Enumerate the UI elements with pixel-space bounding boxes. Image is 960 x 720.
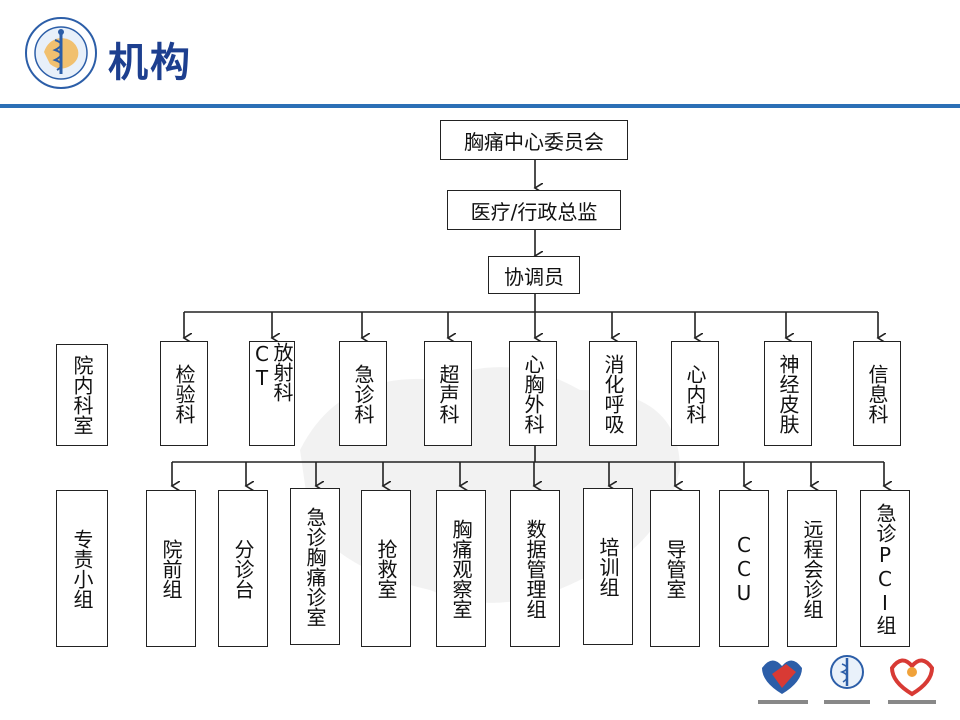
- dept-radiology: 放射科CT: [249, 341, 295, 446]
- research-institute-logo: [824, 655, 870, 704]
- group-chest-pain-observation: 胸痛观察室: [436, 490, 486, 647]
- alliance-logo: [758, 660, 808, 704]
- group-triage: 分诊台: [218, 490, 268, 647]
- dept-neuro-derm: 神经皮肤: [764, 341, 812, 446]
- foundation-logo: [888, 658, 936, 704]
- supervision-box: 医疗/行政总监: [447, 190, 621, 230]
- group-label-task-groups: 专责小组: [56, 490, 108, 647]
- group-label-departments: 院内科室: [56, 344, 108, 446]
- dept-cardiology: 心内科: [671, 341, 719, 446]
- page-title: 机构: [108, 40, 192, 86]
- header-divider: [0, 104, 960, 108]
- dept-digestive-respiratory: 消化呼吸: [589, 341, 637, 446]
- coordinator-box: 协调员: [488, 256, 580, 294]
- dept-information: 信息科: [853, 341, 901, 446]
- group-data-management: 数据管理组: [510, 490, 560, 647]
- group-ccu: CCU: [719, 490, 769, 647]
- dept-cardiothoracic: 心胸外科: [509, 341, 557, 446]
- dept-ultrasound: 超声科: [424, 341, 472, 446]
- dept-emergency: 急诊科: [339, 341, 387, 446]
- group-emergency-chest-pain-room: 急诊胸痛诊室: [290, 488, 340, 645]
- group-prehospital: 院前组: [146, 490, 196, 647]
- group-cath-lab: 导管室: [650, 490, 700, 647]
- committee-box: 胸痛中心委员会: [440, 120, 628, 160]
- footer-logos: [758, 655, 936, 704]
- group-emergency-pci: 急诊PCI组: [860, 490, 910, 647]
- group-resuscitation-room: 抢救室: [361, 490, 411, 647]
- dept-lab: 检验科: [160, 341, 208, 446]
- group-training: 培训组: [583, 488, 633, 645]
- chest-pain-center-logo: [25, 17, 97, 89]
- group-remote-consultation: 远程会诊组: [787, 490, 837, 647]
